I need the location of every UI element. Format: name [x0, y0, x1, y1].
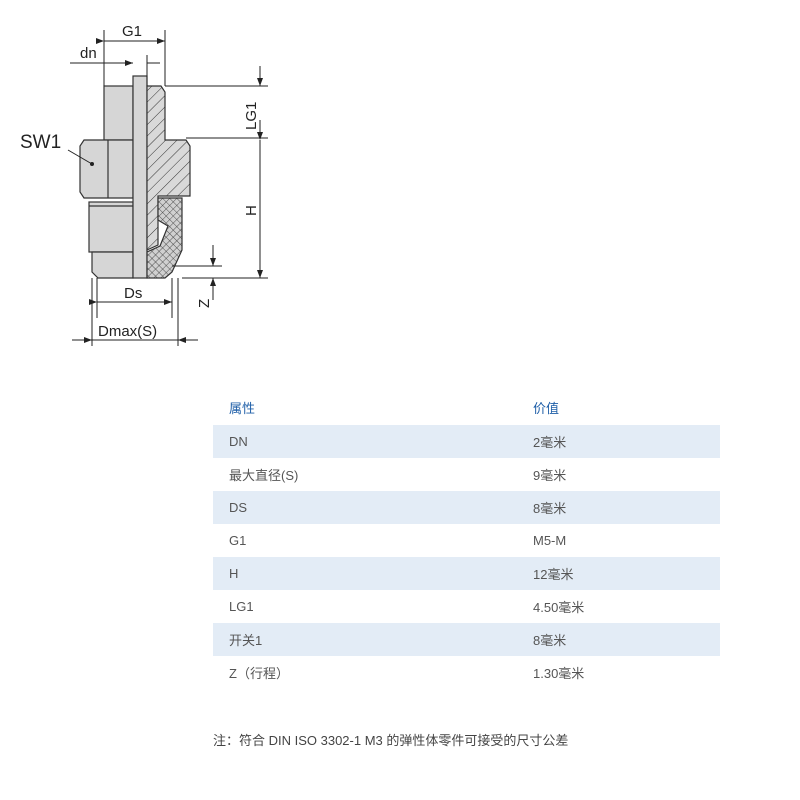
suction-cup-technical-drawing: G1 dn SW1 LG1 H Ds Z Dmax(S)	[20, 23, 268, 346]
row-value: 9毫米	[533, 468, 567, 483]
row-property: H	[229, 566, 239, 581]
row-property: DS	[229, 500, 248, 515]
row-value: 4.50毫米	[533, 600, 585, 615]
part-body	[79, 75, 191, 279]
row-property: LG1	[229, 599, 254, 614]
label-ds: Ds	[124, 285, 142, 302]
table-header: 属性 价值	[213, 390, 720, 425]
label-z: Z	[196, 299, 213, 308]
table-row: G1 M5-M	[213, 524, 720, 557]
row-property: 最大直径(S)	[229, 468, 299, 483]
table-row: H 12毫米	[213, 557, 720, 590]
row-property: DN	[229, 434, 248, 449]
table-row: Z（行程） 1.30毫米	[213, 656, 720, 689]
dimension-lines	[67, 30, 268, 346]
table-row: DN 2毫米	[213, 425, 720, 458]
label-lg1: LG1	[243, 102, 260, 130]
table-row: 开关1 8毫米	[213, 623, 720, 656]
tolerance-note: 注：符合 DIN ISO 3302-1 M3 的弹性体零件可接受的尺寸公差	[213, 733, 569, 748]
row-value: 1.30毫米	[533, 666, 585, 681]
spec-table: 属性 价值 DN 2毫米 最大直径(S) 9毫米 DS 8毫米 G1 M5-M H 12毫…	[213, 390, 720, 689]
row-value: 2毫米	[533, 435, 567, 450]
row-value: 12毫米	[533, 567, 574, 582]
row-value: M5-M	[533, 533, 567, 548]
row-property: 开关1	[229, 633, 263, 648]
table-row: DS 8毫米	[213, 491, 720, 524]
label-g1: G1	[122, 23, 142, 40]
label-dmax: Dmax(S)	[98, 323, 157, 340]
row-value: 8毫米	[533, 633, 567, 648]
row-value: 8毫米	[533, 501, 567, 516]
header-value: 价值	[533, 401, 560, 416]
label-h: H	[243, 205, 260, 216]
row-property: Z（行程）	[229, 666, 289, 681]
label-sw1: SW1	[20, 132, 61, 153]
header-property: 属性	[229, 401, 256, 416]
table-row: LG1 4.50毫米	[213, 590, 720, 623]
leader-dot	[90, 162, 94, 166]
table-row: 最大直径(S) 9毫米	[213, 458, 720, 491]
row-property: G1	[229, 533, 247, 548]
label-dn: dn	[80, 45, 97, 62]
